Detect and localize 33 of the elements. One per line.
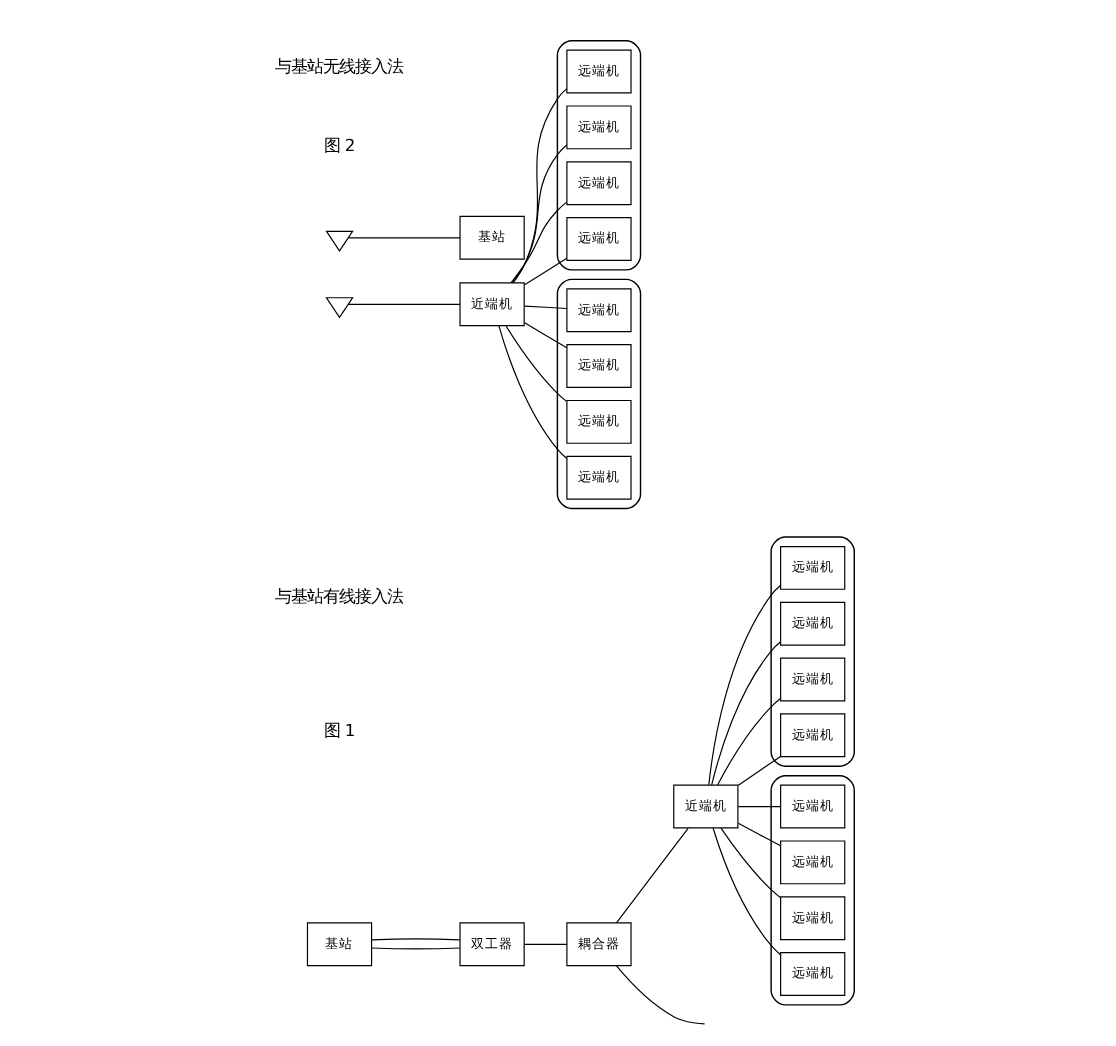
label: 与基站无线接入法 <box>275 56 404 77</box>
connector <box>347 237 461 239</box>
connector <box>711 641 781 786</box>
connector <box>512 88 568 284</box>
cluster <box>556 278 642 510</box>
label: 图 1 <box>323 720 356 741</box>
node-antenna <box>325 297 354 319</box>
label: 图 2 <box>323 134 356 155</box>
connector <box>510 201 568 284</box>
connector <box>524 305 568 310</box>
connector <box>524 257 568 286</box>
label: 与基站有线接入法 <box>275 585 404 606</box>
connector <box>712 827 782 956</box>
connector <box>615 827 689 924</box>
cluster <box>770 775 855 1006</box>
connector <box>524 322 568 349</box>
connector <box>505 325 568 402</box>
node-antenna <box>325 230 354 252</box>
cluster <box>556 40 642 271</box>
connector <box>720 827 781 899</box>
connector <box>717 697 782 786</box>
connector <box>737 822 782 847</box>
connector <box>524 943 568 945</box>
connector <box>498 325 568 460</box>
connector <box>737 805 782 808</box>
connector <box>347 303 461 305</box>
connector <box>708 584 782 786</box>
connector <box>511 144 568 284</box>
connector <box>371 938 461 941</box>
cluster <box>770 536 855 767</box>
connector <box>737 755 782 786</box>
connector <box>615 965 706 1025</box>
connector <box>371 947 461 950</box>
